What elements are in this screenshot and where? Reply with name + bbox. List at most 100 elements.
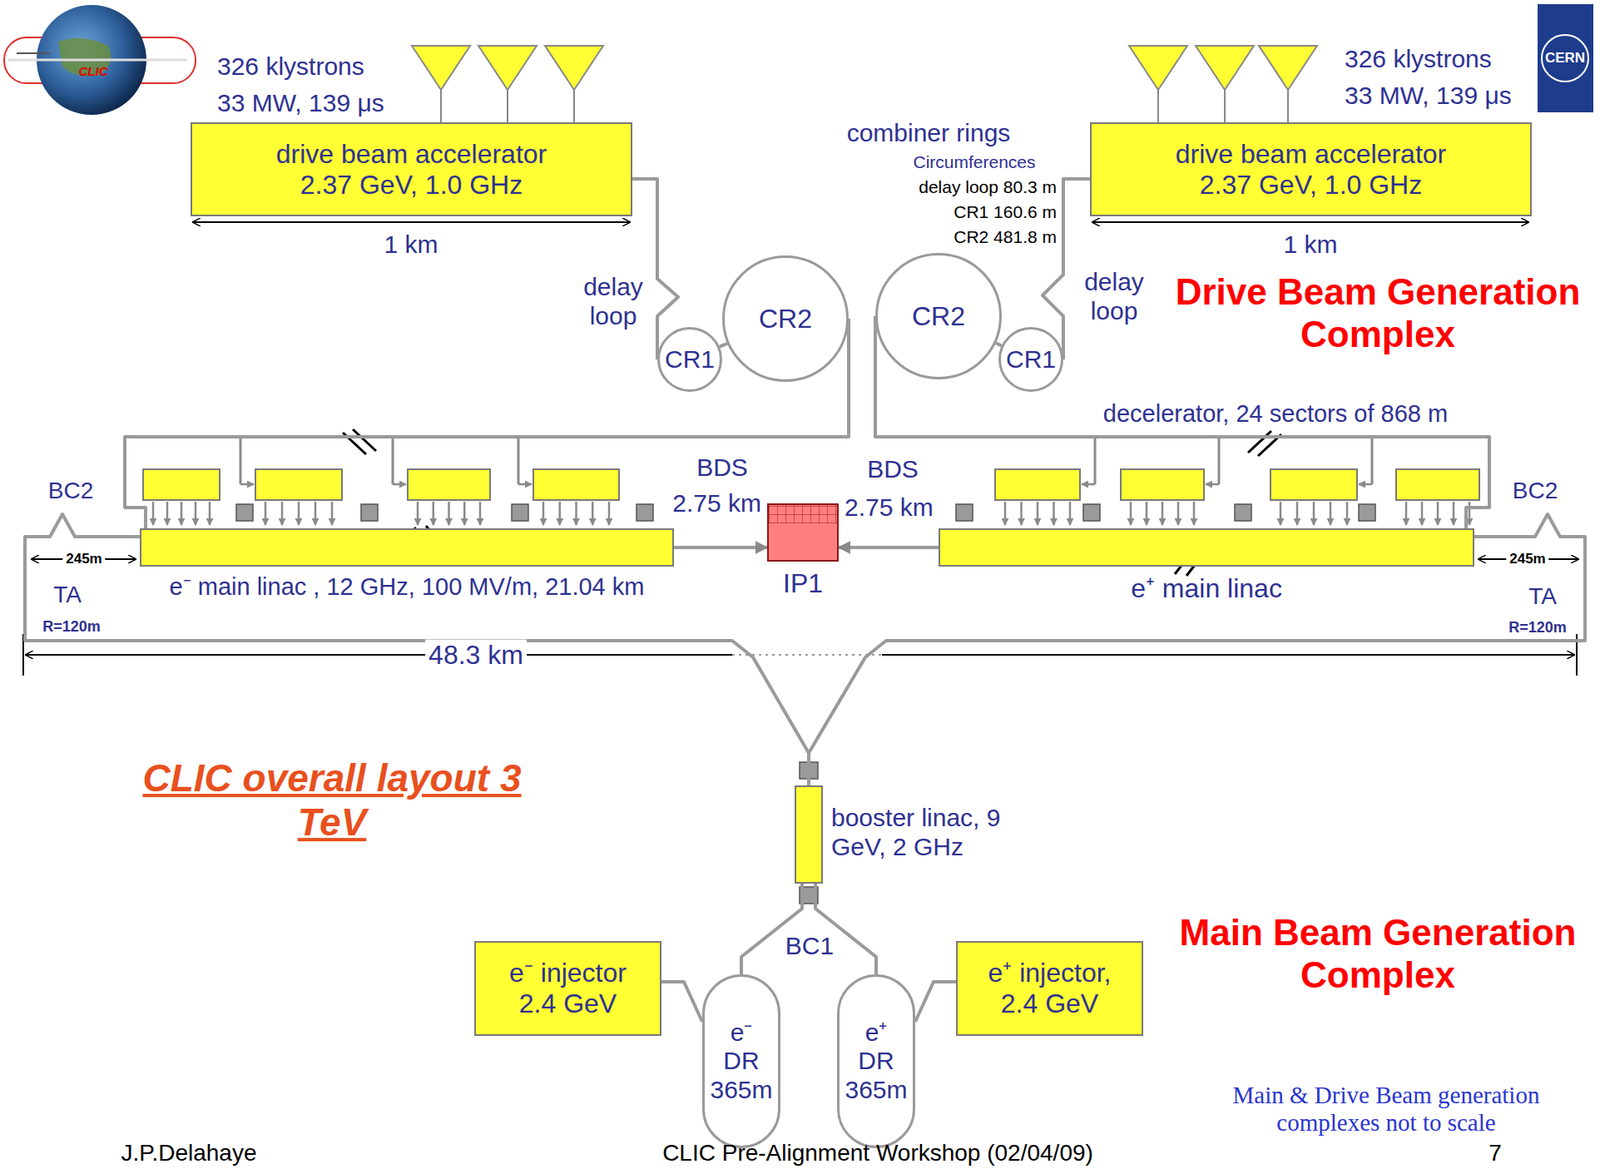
text-label: 245m — [62, 550, 105, 568]
node-text: e⁻ injector — [504, 957, 632, 989]
damping-ring: e⁻ DR 365m — [702, 974, 781, 1149]
feed-line — [1004, 501, 1007, 526]
feed-line — [1358, 483, 1373, 486]
text-label: decelerator, 24 sectors of 868 m — [1103, 400, 1448, 428]
feed-line — [1052, 501, 1056, 526]
beam-line — [741, 883, 803, 975]
feed-line — [542, 501, 545, 526]
feed-line — [416, 501, 420, 526]
text-label: 1 km — [1282, 230, 1338, 260]
feed-line — [479, 501, 482, 526]
feed-line — [1279, 501, 1283, 526]
text-label: delay loop — [579, 272, 647, 331]
beam-line — [808, 514, 1586, 786]
node-text: booster linac, 9 GeV, 2 GHz — [831, 803, 1023, 862]
feed-line — [1346, 501, 1349, 526]
node-text: drive beam accelerator — [271, 138, 552, 170]
feed-line — [447, 501, 451, 526]
text-label: 326 klystrons — [1344, 44, 1492, 75]
text-label: R=120m — [1508, 619, 1567, 637]
feed-line — [152, 501, 155, 526]
feed-line — [432, 501, 436, 526]
booster-linac: booster linac, 9 GeV, 2 GHz — [794, 785, 823, 884]
feed-line — [1218, 436, 1221, 485]
node-text: CR1 — [659, 345, 720, 375]
node-text: 2.4 GeV — [514, 988, 622, 1020]
feed-line — [463, 501, 466, 526]
injector-box: e⁺ injector,2.4 GeV — [956, 941, 1144, 1036]
injector-box: e⁻ injector2.4 GeV — [474, 941, 662, 1036]
accelerator-box: drive beam accelerator2.37 GeV, 1.0 GHz — [1089, 122, 1532, 217]
feed-line — [166, 501, 169, 526]
feed-line — [180, 501, 184, 526]
damping-ring: e⁺ DR 365m — [837, 974, 916, 1149]
text-label: BDS — [696, 453, 748, 483]
text-label: CR1 160.6 m — [953, 202, 1057, 223]
node-text: 2.37 GeV, 1.0 GHz — [1194, 169, 1427, 201]
text-label: Drive Beam Generation Complex — [1173, 271, 1582, 356]
text-label: Main & Drive Beam generation complexes n… — [1190, 1081, 1582, 1138]
text-label: 1 km — [383, 230, 438, 260]
beam-line — [815, 883, 877, 975]
feed-line — [391, 436, 395, 485]
text-label: 245m — [1505, 550, 1549, 568]
text-label: 7 — [1488, 1139, 1502, 1167]
ring-circle: CR2 — [722, 255, 849, 382]
feed-line — [1405, 501, 1408, 526]
feed-line — [392, 483, 407, 486]
text-label: 2.75 km — [844, 493, 934, 523]
beam-line — [661, 981, 703, 1022]
feed-line — [1421, 501, 1424, 526]
interaction-point: IP1 — [767, 503, 839, 562]
feed-line — [297, 501, 301, 526]
node-text: e⁺ injector, — [983, 957, 1117, 989]
feed-line — [1094, 436, 1097, 485]
text-label: 33 MW, 139 μs — [1344, 81, 1512, 111]
node-text: CR2 — [753, 303, 818, 335]
text-label: CERN — [1545, 49, 1586, 67]
cern-logo — [1537, 4, 1594, 113]
feed-line — [1069, 501, 1072, 526]
text-label: TA — [1528, 583, 1557, 610]
text-label: delay loop — [1080, 267, 1148, 326]
feed-line — [1020, 501, 1023, 526]
feed-line — [1452, 501, 1456, 526]
linac-bar: e⁺ main linac — [938, 528, 1475, 567]
accelerator-box: drive beam accelerator2.37 GeV, 1.0 GHz — [190, 122, 633, 217]
text-label: 2.75 km — [672, 489, 762, 519]
feed-line — [194, 501, 198, 526]
feed-line — [1371, 436, 1374, 485]
text-label: BC1 — [785, 931, 834, 961]
feed-line — [208, 501, 212, 526]
feed-line — [331, 501, 334, 526]
feed-line — [240, 483, 254, 486]
beam-line — [719, 343, 728, 347]
beam-line — [673, 545, 768, 550]
text-label: 48.3 km — [425, 639, 527, 671]
feed-line — [559, 501, 562, 526]
feed-line — [1161, 501, 1165, 526]
feed-line — [1036, 501, 1040, 526]
feed-line — [1436, 501, 1440, 526]
beam-line — [24, 514, 809, 786]
text-label: combiner rings — [847, 118, 1011, 149]
node-text: drive beam accelerator — [1170, 138, 1452, 170]
feed-line — [1329, 501, 1333, 526]
linac-bar: e⁻ main linac , 12 GHz, 100 MV/m, 21.04 … — [139, 528, 674, 567]
klystrons — [411, 45, 1318, 123]
node-text: CR1 — [1000, 345, 1061, 375]
feed-line — [239, 436, 243, 485]
feed-line — [1081, 483, 1095, 486]
ring-circle: CR2 — [875, 252, 1002, 380]
node-text: CR2 — [906, 301, 971, 332]
clic-logo — [4, 4, 196, 115]
text-label: CR2 481.8 m — [953, 227, 1057, 248]
ring-circle: CR1 — [998, 326, 1064, 392]
sector-boxes — [143, 469, 1480, 501]
node-text: IP1 — [782, 568, 823, 600]
feed-line — [1312, 501, 1316, 526]
feed-line — [1177, 501, 1180, 526]
text-label: BC2 — [48, 477, 94, 505]
beam-line — [838, 545, 939, 550]
